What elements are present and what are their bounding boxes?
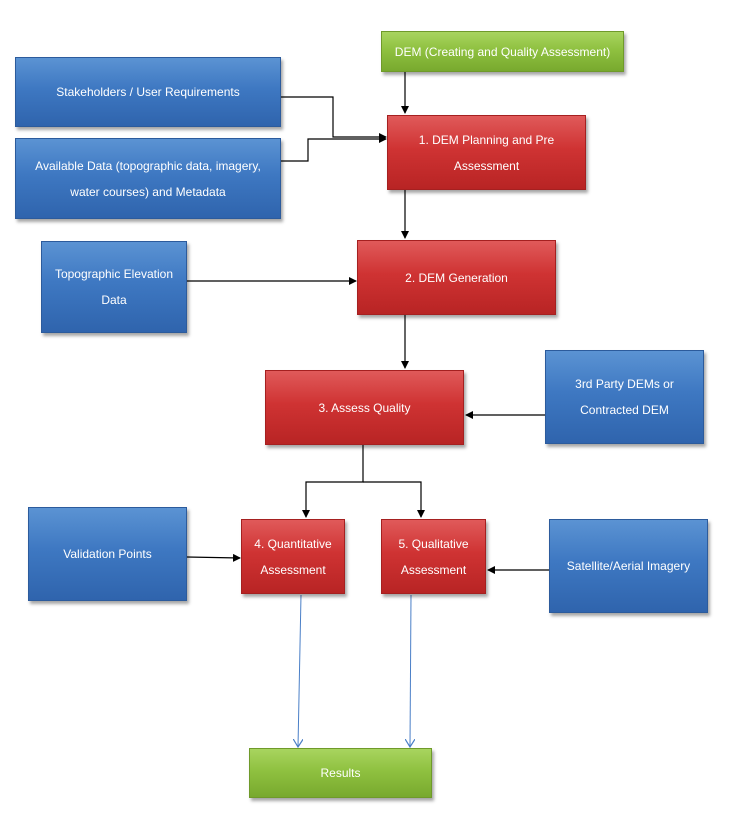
stakeholders-box: Stakeholders / User Requirements <box>15 57 281 127</box>
arrow-available-data-to-planning <box>281 135 387 162</box>
qualitative-box: 5. Qualitative Assessment <box>381 519 486 594</box>
generation-box: 2. DEM Generation <box>357 240 556 315</box>
validation-points-label: Validation Points <box>63 547 152 561</box>
results-label: Results <box>320 766 361 780</box>
arrow-validation-to-quantitative <box>186 553 241 562</box>
arrow-qualitative-to-results <box>410 594 411 747</box>
satellite-imagery-box: Satellite/Aerial Imagery <box>549 519 708 613</box>
satellite-imagery-label: Satellite/Aerial Imagery <box>566 559 691 573</box>
stakeholders-label: Stakeholders / User Requirements <box>56 85 240 99</box>
generation-label: 2. DEM Generation <box>405 270 508 285</box>
arrow-quantitative-to-results <box>298 594 301 747</box>
third-party-label: 3rd Party DEMs or Contracted DEM <box>575 377 674 417</box>
planning-box: 1. DEM Planning and Pre Assessment <box>387 115 586 190</box>
dem-header-box: DEM (Creating and Quality Assessment) <box>381 31 624 72</box>
qualitative-label: 5. Qualitative Assessment <box>398 536 469 577</box>
topo-elevation-label: Topographic Elevation Data <box>54 267 174 307</box>
arrow-quality-to-quantitative <box>302 445 364 518</box>
arrow-stakeholders-to-planning <box>281 96 387 141</box>
results-box: Results <box>249 748 432 798</box>
validation-points-box: Validation Points <box>28 507 187 601</box>
available-data-label: Available Data (topographic data, imager… <box>35 158 261 199</box>
assess-quality-label: 3. Assess Quality <box>318 400 411 415</box>
planning-label: 1. DEM Planning and Pre Assessment <box>418 132 555 173</box>
available-data-box: Available Data (topographic data, imager… <box>15 138 281 219</box>
dem-header-label: DEM (Creating and Quality Assessment) <box>394 44 611 59</box>
arrow-quality-to-qualitative <box>363 481 425 518</box>
quantitative-label: 4. Quantitative Assessment <box>254 536 332 577</box>
assess-quality-box: 3. Assess Quality <box>265 370 464 445</box>
topo-elevation-box: Topographic Elevation Data <box>41 241 187 333</box>
quantitative-box: 4. Quantitative Assessment <box>241 519 345 594</box>
third-party-box: 3rd Party DEMs or Contracted DEM <box>545 350 704 444</box>
